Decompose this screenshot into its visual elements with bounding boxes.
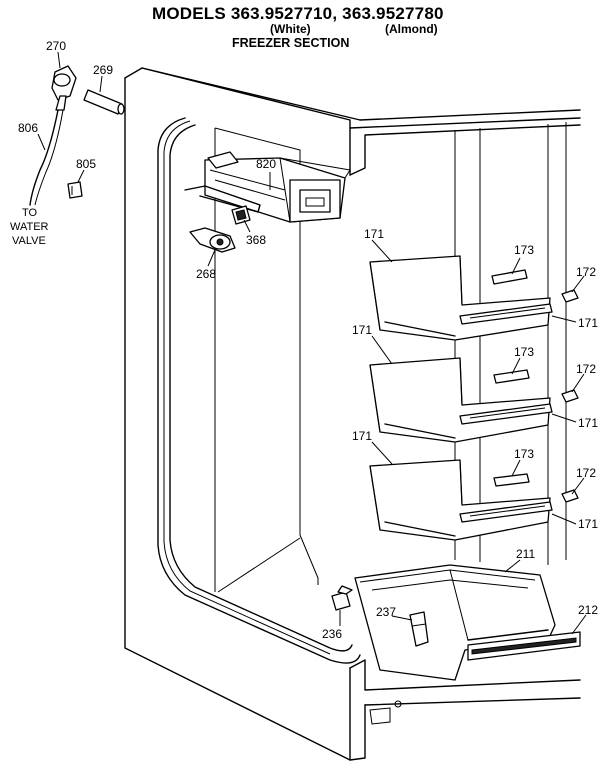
- part-237-auger-motor: [409, 611, 429, 647]
- label-172-bottom: 172: [576, 466, 596, 480]
- callout-labels: 270 269 806 805 820 368 268 171 171 171 …: [10, 39, 598, 641]
- variant-white: (White): [270, 22, 311, 36]
- water-fill-parts: [29, 65, 125, 206]
- part-236-bracket: [331, 585, 353, 611]
- leader-lines: [37, 51, 587, 635]
- part-172-clip-bottom: [561, 489, 579, 503]
- part-806-water-tube: [29, 109, 59, 206]
- label-268: 268: [196, 267, 216, 281]
- label-173-top: 173: [514, 243, 534, 257]
- label-211: 211: [516, 547, 535, 561]
- section-title: FREEZER SECTION: [232, 36, 350, 50]
- label-171-rail-middle: 171: [578, 416, 598, 430]
- label-805: 805: [76, 157, 96, 171]
- label-236: 236: [322, 627, 342, 641]
- part-368-bracket: [231, 205, 251, 225]
- part-172-clip-middle: [561, 389, 579, 403]
- part-172-clip-top: [561, 289, 579, 303]
- label-368: 368: [246, 233, 266, 247]
- label-212: 212: [578, 603, 598, 617]
- shelf-assembly-top: [369, 255, 553, 341]
- label-171-rail-bottom: 171: [578, 517, 598, 531]
- label-172-middle: 172: [576, 362, 596, 376]
- label-171-shelf-middle: 171: [352, 323, 372, 337]
- part-212-bucket-front: [467, 631, 581, 661]
- label-173-middle: 173: [514, 345, 534, 359]
- label-269: 269: [93, 63, 113, 77]
- part-173-support-middle: [493, 369, 530, 384]
- label-172-top: 172: [576, 265, 596, 279]
- part-270-fitting: [51, 65, 77, 111]
- diagram-title: MODELS 363.9527710, 363.9527780: [152, 4, 444, 23]
- label-171-rail-top: 171: [578, 316, 598, 330]
- part-268-shutoff-arm: [189, 227, 236, 253]
- caption-to: TO: [22, 207, 38, 219]
- part-805-clip: [67, 181, 83, 199]
- shelf-assembly-bottom: [369, 459, 553, 541]
- part-269-tube: [83, 89, 125, 115]
- caption-valve: VALVE: [12, 235, 46, 247]
- label-171-shelf-bottom: 171: [352, 429, 372, 443]
- label-270: 270: [46, 39, 66, 53]
- label-806: 806: [18, 121, 38, 135]
- part-820-ice-maker: [184, 151, 351, 223]
- label-173-bottom: 173: [514, 447, 534, 461]
- label-820: 820: [256, 157, 276, 171]
- label-237: 237: [376, 605, 396, 619]
- part-173-support-bottom: [493, 473, 530, 487]
- label-171-shelf-top: 171: [364, 227, 384, 241]
- variant-almond: (Almond): [385, 22, 438, 36]
- part-211-ice-bucket: [354, 564, 556, 681]
- shelf-assembly-middle: [369, 357, 553, 443]
- caption-water: WATER: [10, 221, 49, 233]
- part-173-support-top: [491, 269, 528, 285]
